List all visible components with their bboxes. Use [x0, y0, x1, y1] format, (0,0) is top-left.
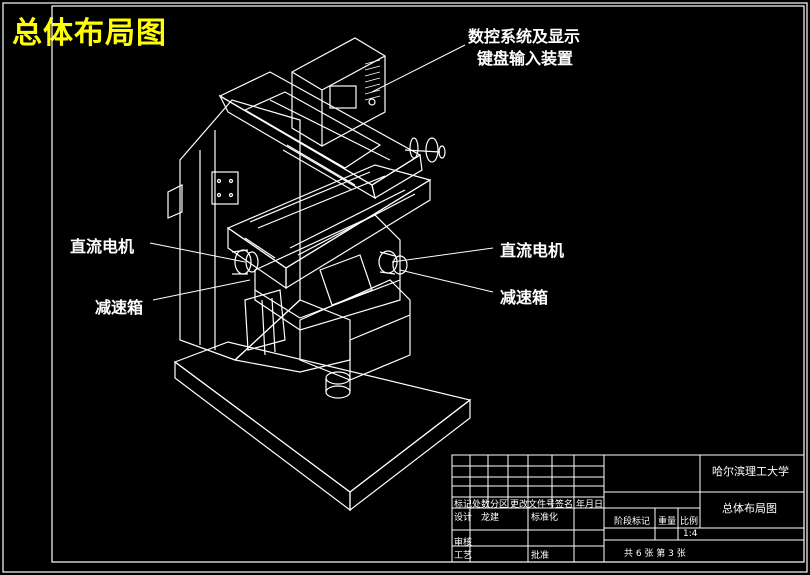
tb-drawing-name: 总体布局图	[722, 502, 777, 515]
tb-header-2: 分区	[490, 500, 509, 510]
leader-gearbox-right	[399, 269, 494, 293]
tb-weight-label: 重量	[658, 517, 677, 527]
lower-housing	[299, 279, 411, 399]
leader-lines	[149, 44, 494, 301]
leader-motor-right	[391, 247, 494, 263]
callout-cnc-line1: 数控系统及显示	[468, 27, 581, 46]
handwheel	[404, 137, 446, 163]
tb-scale-value: 1:4	[683, 529, 698, 539]
tb-header-1: 处数	[472, 500, 491, 510]
tb-review: 审核	[454, 538, 473, 548]
callout-gearbox-right: 减速箱	[500, 288, 549, 307]
left-motor	[231, 249, 259, 275]
tb-standard: 标准化	[531, 513, 559, 523]
title-block-grid	[451, 454, 805, 563]
leader-motor-left	[149, 242, 246, 263]
tb-school: 哈尔滨理工大学	[712, 465, 789, 478]
tb-scale-label: 比例	[680, 517, 699, 527]
callout-cnc-line2: 键盘输入装置	[477, 49, 574, 68]
tb-header-3: 更改文件号	[510, 500, 556, 510]
tb-sheets: 共 6 张 第 3 张	[624, 549, 686, 559]
callout-dc-motor-left: 直流电机	[70, 237, 135, 256]
machine-column	[167, 99, 351, 373]
inner-frame	[51, 5, 805, 563]
drawing-title: 总体布局图	[12, 16, 167, 51]
tb-design: 设计	[454, 513, 473, 523]
tb-header-0: 标记	[454, 500, 473, 510]
tb-header-5: 年月日	[576, 500, 604, 510]
tb-approve: 批准	[531, 551, 550, 561]
worktable	[226, 164, 432, 290]
tb-stage-label: 阶段标记	[614, 517, 651, 527]
callout-gearbox-left: 减速箱	[95, 298, 144, 317]
saddle	[244, 214, 401, 356]
tb-designer: 龙建	[481, 513, 500, 523]
base-plate	[173, 341, 472, 512]
right-motor	[378, 250, 408, 275]
tb-process: 工艺	[454, 551, 473, 561]
leader-cnc	[371, 44, 466, 93]
tb-header-4: 签名	[555, 500, 574, 510]
leader-gearbox-left	[152, 279, 251, 301]
machine-head	[218, 71, 423, 200]
callout-dc-motor-right: 直流电机	[500, 241, 565, 260]
control-box	[211, 171, 239, 205]
